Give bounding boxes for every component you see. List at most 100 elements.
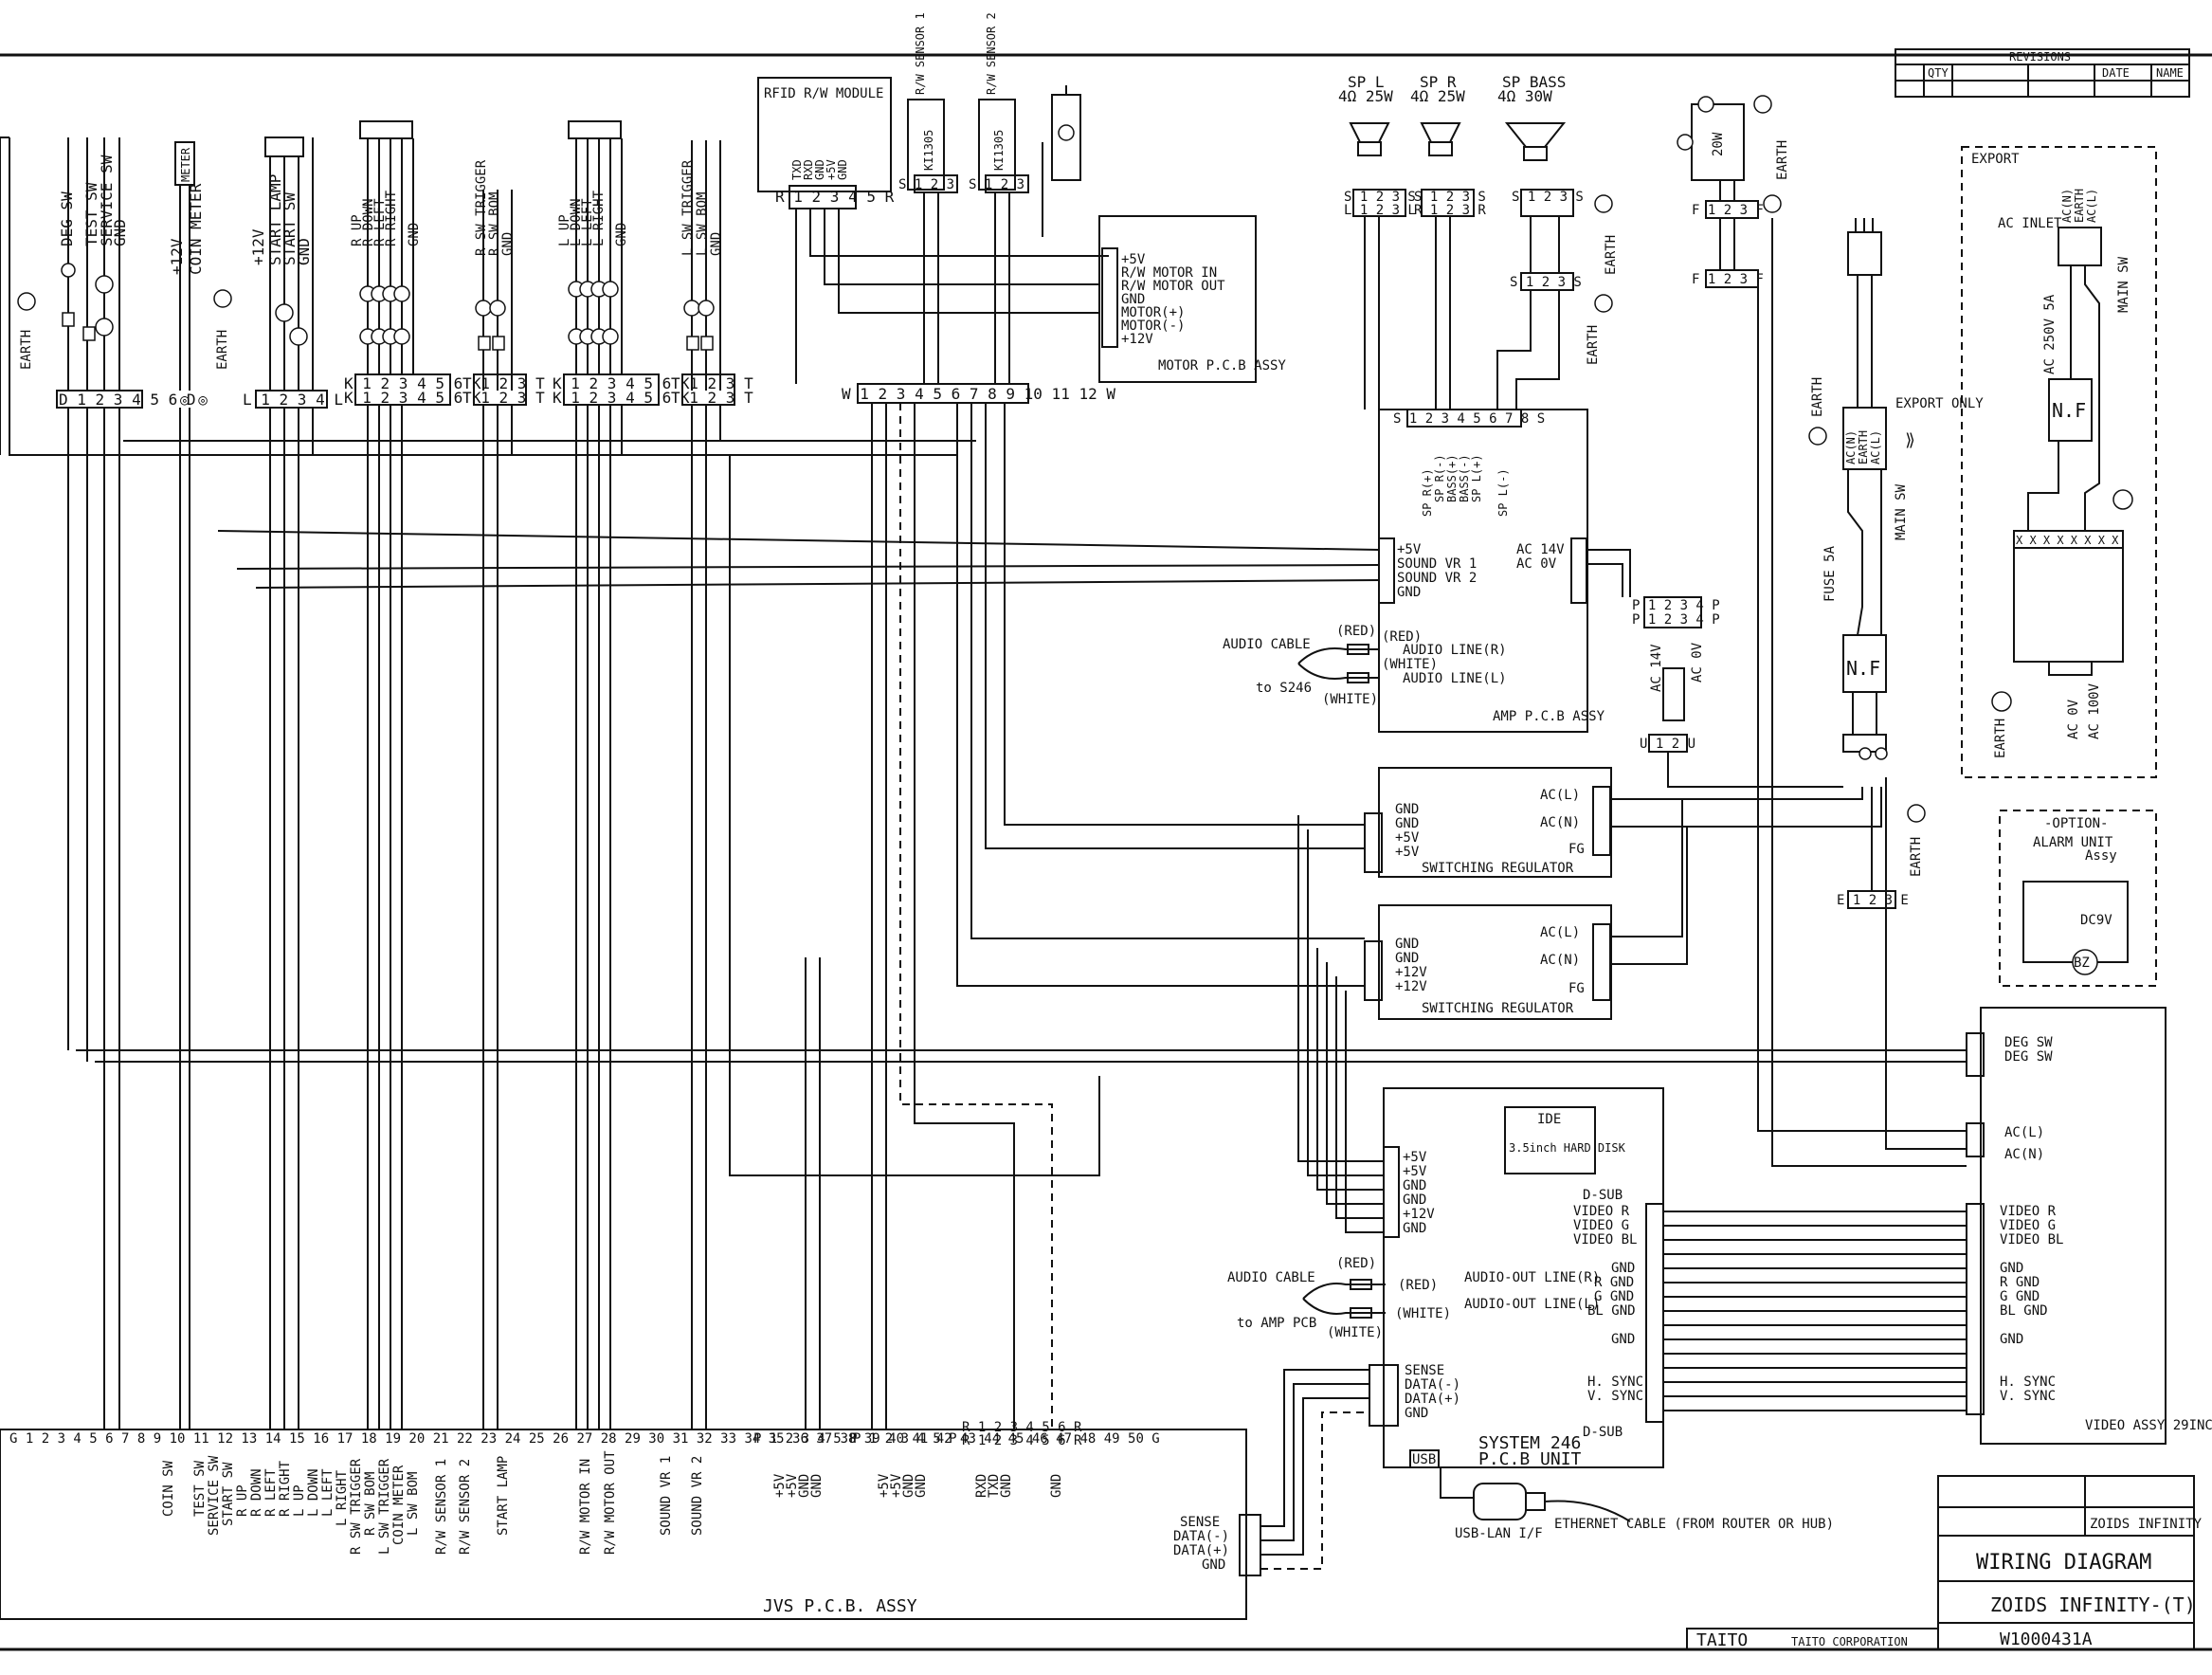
title-corner: ZOIDS INFINITY: [2090, 1517, 2203, 1532]
t2-connector: T 1 2 3 T: [671, 374, 753, 392]
export-pin-acl: AC(L): [2085, 189, 2098, 223]
video-title: VIDEO ASSY 29INCH: [2085, 1418, 2212, 1433]
rfid-pin-gnd2: GND: [836, 159, 849, 180]
sys-video-2: VIDEO BL: [1573, 1232, 1637, 1247]
k-label-rup: R UP: [350, 214, 365, 246]
jvs-pcb: JVS P.C.B. ASSY G 1 2 3 4 5 6 7 8 9 10 1…: [0, 1420, 1247, 1620]
taito-company: TAITO CORPORATION: [1791, 1635, 1908, 1648]
d-label-gnd: GND: [111, 219, 129, 246]
reg2-title: SWITCHING REGULATOR: [1422, 1001, 1574, 1016]
sensor1-label: R/W SENSOR 1: [914, 12, 927, 95]
title-block: ZOIDS INFINITY WIRING DIAGRAM ZOIDS INFI…: [1686, 1475, 2203, 1650]
motor-pin-mminus: MOTOR(-): [1121, 319, 1185, 334]
jvs-r-txd: TXD: [987, 1474, 1002, 1498]
lamp-20w: 20W EARTH F 1 2 3 F F 1 2 3 F: [1677, 95, 1790, 288]
rev-col-qty: QTY: [1928, 66, 1949, 80]
sys-j7-0: SENSE: [1405, 1363, 1444, 1378]
inlet-pin-acl: AC(L): [1869, 430, 1882, 464]
export-only: EXPORT ONLY: [1895, 396, 1984, 411]
sys-hdd: 3.5inch HARD DISK: [1509, 1141, 1626, 1155]
k2-label-ldown: L DOWN: [569, 198, 584, 246]
reg2-left-2: +12V: [1395, 965, 1427, 980]
earth-label-export: EARTH: [1993, 719, 2008, 758]
jvs-lbl-lup: L UP: [292, 1484, 307, 1517]
fuse-label: FUSE 5A: [1822, 545, 1838, 602]
video-ac-n: AC(N): [2004, 1147, 2044, 1162]
export-x-row: X X X X X X X X: [2016, 534, 2119, 547]
jvs-lbl-coin-sw: COIN SW: [161, 1460, 176, 1517]
alarm-unit: -OPTION- ALARM UNIT Assy DC9V BZ: [1999, 810, 2157, 987]
sys-video-7: BL GND: [1587, 1303, 1636, 1319]
video-pin-4: GND: [2000, 1261, 2023, 1276]
title-number: W1000431A: [2000, 1629, 2093, 1649]
export-box: EXPORT AC INLET AC(N) EARTH AC(L) AC 250…: [1961, 146, 2157, 778]
revisions-title: REVISIONS: [2009, 50, 2071, 64]
l-label-gnd: GND: [295, 238, 313, 265]
reg2-right-4: FG: [1568, 981, 1585, 996]
meter-label-12v: +12V: [168, 238, 186, 275]
sys-j7-3: GND: [1405, 1406, 1428, 1421]
amp-sp-pin-0: SP R(+): [1421, 468, 1434, 517]
video-pin-7: BL GND: [2000, 1303, 2048, 1319]
sys-j7-1: DATA(-): [1405, 1377, 1460, 1393]
jvs-sense: SENSE DATA(-) DATA(+) GND: [1173, 1369, 1369, 1576]
meter-label-coin: COIN METER: [187, 183, 205, 275]
export-arrow: ⟫: [1905, 430, 1915, 450]
alarm-assy: Assy: [2085, 848, 2117, 864]
t2-label-bom: L SW BOM: [695, 192, 710, 256]
audio2-red-2: (RED): [1398, 1278, 1438, 1293]
jvs-title: JVS P.C.B. ASSY: [763, 1596, 917, 1616]
sys-j1-3: GND: [1403, 1193, 1426, 1208]
jvs-lbl-rup: R UP: [235, 1484, 250, 1517]
jvs-p-5v: +5V: [772, 1473, 788, 1498]
jvs-r-gnd: GND: [999, 1474, 1014, 1498]
amp-pcb: S 1 2 3 4 5 6 7 8 S SP R(+) SP R(-) BASS…: [1378, 409, 1605, 733]
rfid-pin-txd: TXD: [790, 159, 804, 180]
rfid-pin-5v: +5V: [825, 159, 838, 180]
amp-sp-pin-5: SP L(-): [1496, 468, 1510, 517]
inlet-pin-earth: EARTH: [1857, 430, 1870, 464]
group-t: R SW TRIGGER R SW BOM GND T 1 2 3 T T 1 …: [462, 159, 545, 407]
t-label-gnd: GND: [500, 232, 516, 256]
usb-lan: USB-LAN I/F ETHERNET CABLE (FROM ROUTER …: [1440, 1467, 1834, 1541]
reg1-right-4: FG: [1568, 842, 1585, 857]
jvs-lbl-service-sw: SERVICE SW: [207, 1455, 222, 1536]
usb-lan-label: USB-LAN I/F: [1455, 1526, 1543, 1541]
main-sw-label: MAIN SW: [1894, 483, 1909, 540]
k2-connector-2: K 1 2 3 4 5 6 K: [553, 389, 690, 407]
jvs-lbl-rright: R RIGHT: [278, 1460, 293, 1517]
motor-pin-5v: +5V: [1121, 252, 1146, 267]
reg1-left-3: +5V: [1395, 845, 1420, 860]
jvs-pe-5v: +5V: [877, 1473, 892, 1498]
audio1-white: (WHITE): [1322, 692, 1378, 707]
sp-bass-connector: S 1 2 3 S: [1512, 190, 1584, 205]
earth-label-1: EARTH: [19, 330, 34, 370]
audio1-line-l: AUDIO LINE(L): [1403, 671, 1507, 686]
k2-label-lup: L UP: [557, 214, 572, 246]
amp-sp-pin-4: SP L(+): [1470, 454, 1483, 502]
audio1-cable: AUDIO CABLE: [1223, 637, 1311, 652]
l-connector: L 1 2 3 4 L: [243, 391, 343, 409]
sp-r-name: SP R: [1420, 73, 1457, 91]
export-inlet: AC INLET: [1998, 216, 2062, 231]
audio1-line-r: AUDIO LINE(R): [1403, 643, 1507, 658]
title-product: ZOIDS INFINITY-(T): [1990, 1593, 2196, 1616]
trans-ac0: AC 0V: [1690, 642, 1705, 683]
l-label-startlamp: START LAMP: [266, 174, 284, 265]
jvs-lbl-lright: L RIGHT: [335, 1469, 350, 1526]
audio2-cable: AUDIO CABLE: [1227, 1270, 1315, 1285]
t-connector: T 1 2 3 T: [462, 374, 545, 392]
jvs-r-gnd2: GND: [1049, 1474, 1064, 1498]
sys-video-13: V. SYNC: [1587, 1389, 1643, 1404]
video-pin-2: VIDEO BL: [2000, 1232, 2063, 1247]
revisions-table: REVISIONS DATE NAME QTY: [1895, 48, 2190, 98]
sys-title: SYSTEM 246: [1478, 1433, 1581, 1453]
video-ac-l: AC(L): [2004, 1125, 2044, 1140]
sp-bass-icon: [1504, 122, 1567, 148]
reg2-right-2: AC(N): [1540, 953, 1580, 968]
group-k2: L UP L DOWN L LEFT L RIGHT GND K 1 2 3 4…: [553, 120, 690, 407]
sp-r-connector: S 1 2 3 S: [1414, 190, 1486, 205]
amp-sp-pin-3: BASS(-): [1458, 454, 1471, 502]
f-connector: F 1 2 3 F: [1692, 272, 1764, 287]
jvs-p-gnd2: GND: [809, 1474, 825, 1498]
